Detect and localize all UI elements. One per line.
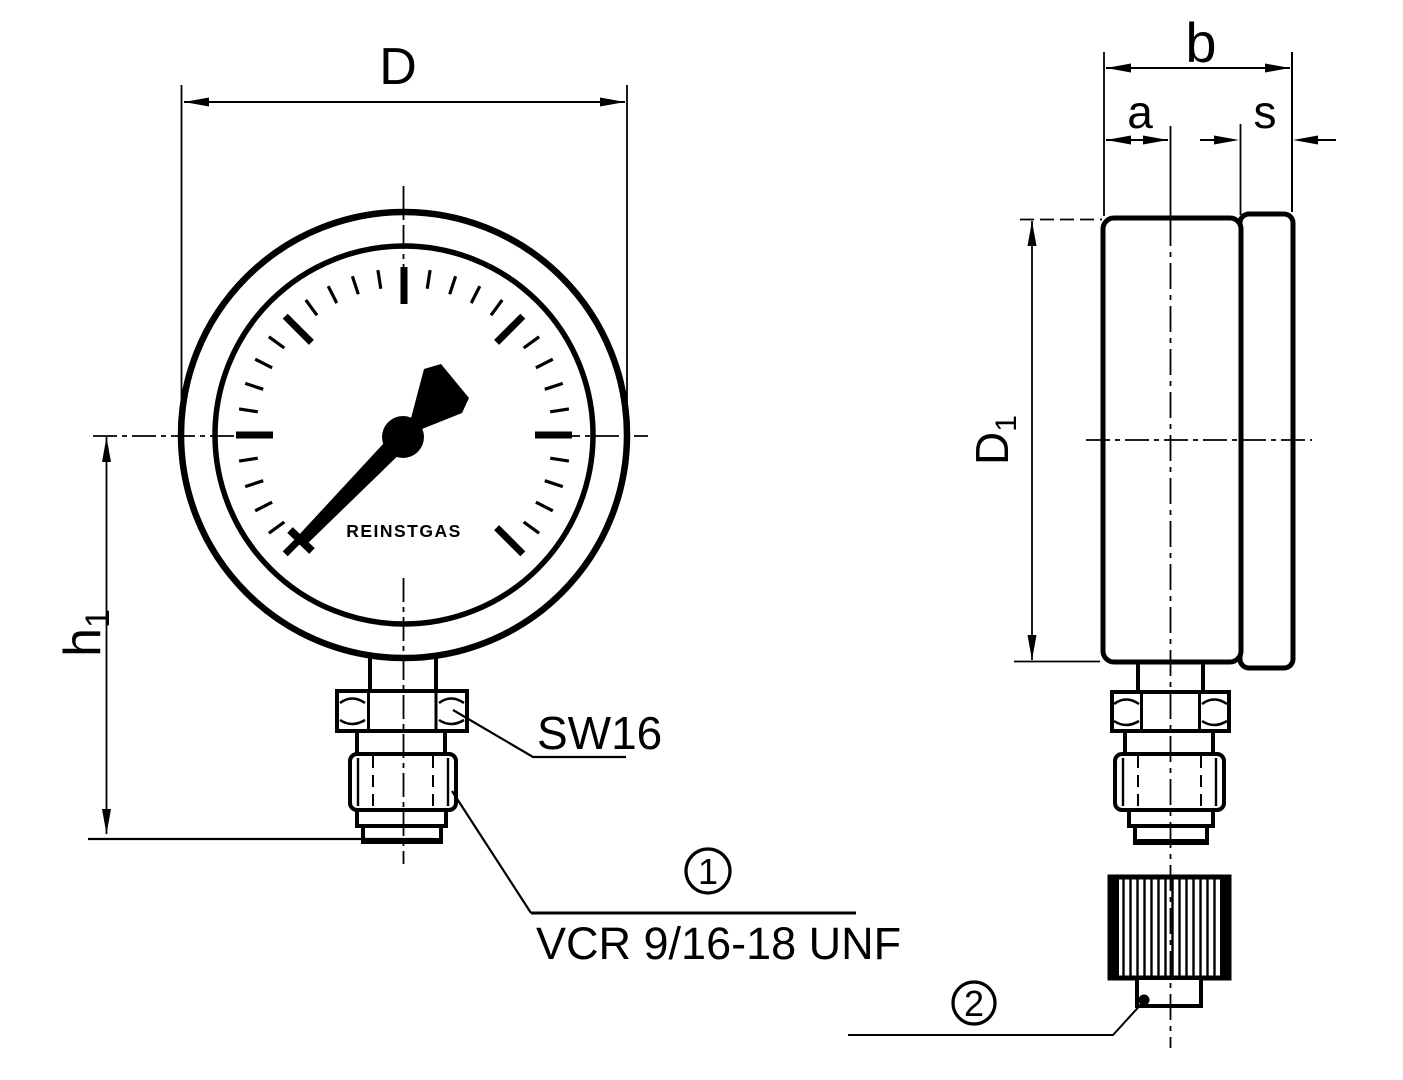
dial-minor-tick xyxy=(238,456,259,463)
sw16-label: SW16 xyxy=(537,707,662,759)
stem-ring xyxy=(355,808,448,828)
leader-dot xyxy=(1138,994,1150,1006)
dimension-a: a xyxy=(1106,86,1168,145)
callout-1-number: 1 xyxy=(698,851,718,892)
dial-minor-tick xyxy=(254,500,273,513)
stem-collar xyxy=(1123,729,1215,756)
arrowhead xyxy=(102,437,111,462)
needle-counterweight xyxy=(410,364,469,431)
leader-line xyxy=(848,1000,1145,1036)
leader-line xyxy=(451,790,532,914)
dial-minor-tick xyxy=(267,520,286,535)
arrowhead xyxy=(1027,635,1037,660)
callout-2: 2 xyxy=(848,980,1150,1036)
dial-minor-tick xyxy=(304,298,319,317)
leader-line xyxy=(452,709,626,759)
dial-minor-tick xyxy=(535,357,554,370)
dial-minor-tick xyxy=(522,520,541,535)
bezel-side xyxy=(1237,211,1296,671)
dial-minor-tick xyxy=(326,285,339,304)
vcr-thread-label: VCR 9/16-18 UNF xyxy=(536,918,901,969)
dial-minor-tick xyxy=(244,381,264,391)
dim-b-label: b xyxy=(1185,11,1216,74)
dial-minor-tick xyxy=(254,357,273,370)
dim-D1-label: D1 xyxy=(966,415,1023,465)
dial-ticks xyxy=(236,267,572,557)
dial-major-tick xyxy=(494,525,526,557)
arrowhead xyxy=(184,97,209,107)
arrowhead xyxy=(1027,221,1037,246)
arrowhead xyxy=(1143,135,1168,145)
dial-minor-tick xyxy=(544,381,564,391)
callout-1-circle xyxy=(684,847,732,895)
needle-tip-crossbar xyxy=(287,527,315,554)
dial-minor-tick xyxy=(469,285,482,304)
arrowhead xyxy=(1293,135,1318,145)
hex-chamfer-arc xyxy=(1201,719,1228,727)
dial-major-tick xyxy=(282,313,314,345)
dial-minor-tick xyxy=(350,275,360,295)
dial-minor-tick xyxy=(267,335,286,350)
callout-sw16: SW16 xyxy=(452,707,662,759)
arrowhead xyxy=(600,97,625,107)
arrowhead xyxy=(1106,63,1131,73)
dim-h1-label: h1 xyxy=(54,609,117,657)
hex-chamfer-arc xyxy=(339,718,366,726)
dial-minor-tick xyxy=(376,269,383,290)
front-center-marks xyxy=(93,186,648,864)
hex-chamfer-arc xyxy=(1201,698,1228,706)
knurled-nut xyxy=(1107,874,1232,1008)
dimension-s: s xyxy=(1200,86,1336,215)
dim-D-label: D xyxy=(379,38,417,96)
arrowhead xyxy=(1265,63,1290,73)
knurl-edge-band xyxy=(1110,877,1119,978)
dial-minor-tick xyxy=(549,407,570,414)
dial-major-tick xyxy=(494,313,526,345)
knurl-body xyxy=(1107,874,1232,981)
dial-label: REINSTGAS xyxy=(346,521,462,541)
callout-2-number: 2 xyxy=(964,983,984,1024)
dial-minor-tick xyxy=(425,269,432,290)
side-view: 2 xyxy=(848,126,1312,1048)
dimension-h1: h1 xyxy=(54,437,433,841)
hex-chamfer-arc xyxy=(1113,698,1140,706)
dim-s-label: s xyxy=(1254,86,1277,138)
front-view: REINSTGAS xyxy=(93,186,648,864)
dial-minor-tick xyxy=(244,479,264,489)
callout-1: 1 VCR 9/16-18 UNF xyxy=(451,790,901,969)
dial-minor-tick xyxy=(544,479,564,489)
callout-2-circle xyxy=(951,980,997,1026)
front-stem xyxy=(335,646,469,844)
arrowhead xyxy=(1214,135,1239,145)
dial-minor-tick xyxy=(549,456,570,463)
dimension-D1: D1 xyxy=(966,218,1102,663)
dial-minor-tick xyxy=(489,298,504,317)
hex-nut xyxy=(335,689,469,733)
gauge-needle xyxy=(287,364,469,554)
hex-chamfer-arc xyxy=(438,697,465,705)
dim-a-label: a xyxy=(1127,86,1153,138)
vcr-gland-body xyxy=(1113,752,1226,812)
dial-minor-tick xyxy=(238,407,259,414)
dial-minor-tick xyxy=(448,275,458,295)
dimension-b: b xyxy=(1103,11,1293,216)
dimension-D: D xyxy=(180,38,628,430)
dial-minor-tick xyxy=(522,335,541,350)
dial-minor-tick xyxy=(535,500,554,513)
needle-pointer xyxy=(297,430,410,546)
stem-collar xyxy=(355,729,447,756)
arrowhead xyxy=(1106,135,1131,145)
hex-chamfer-arc xyxy=(438,718,465,726)
hex-chamfer-arc xyxy=(339,697,366,705)
hex-chamfer-arc xyxy=(1113,719,1140,727)
knurl-edge-band xyxy=(1220,877,1229,978)
arrowhead xyxy=(102,809,111,834)
